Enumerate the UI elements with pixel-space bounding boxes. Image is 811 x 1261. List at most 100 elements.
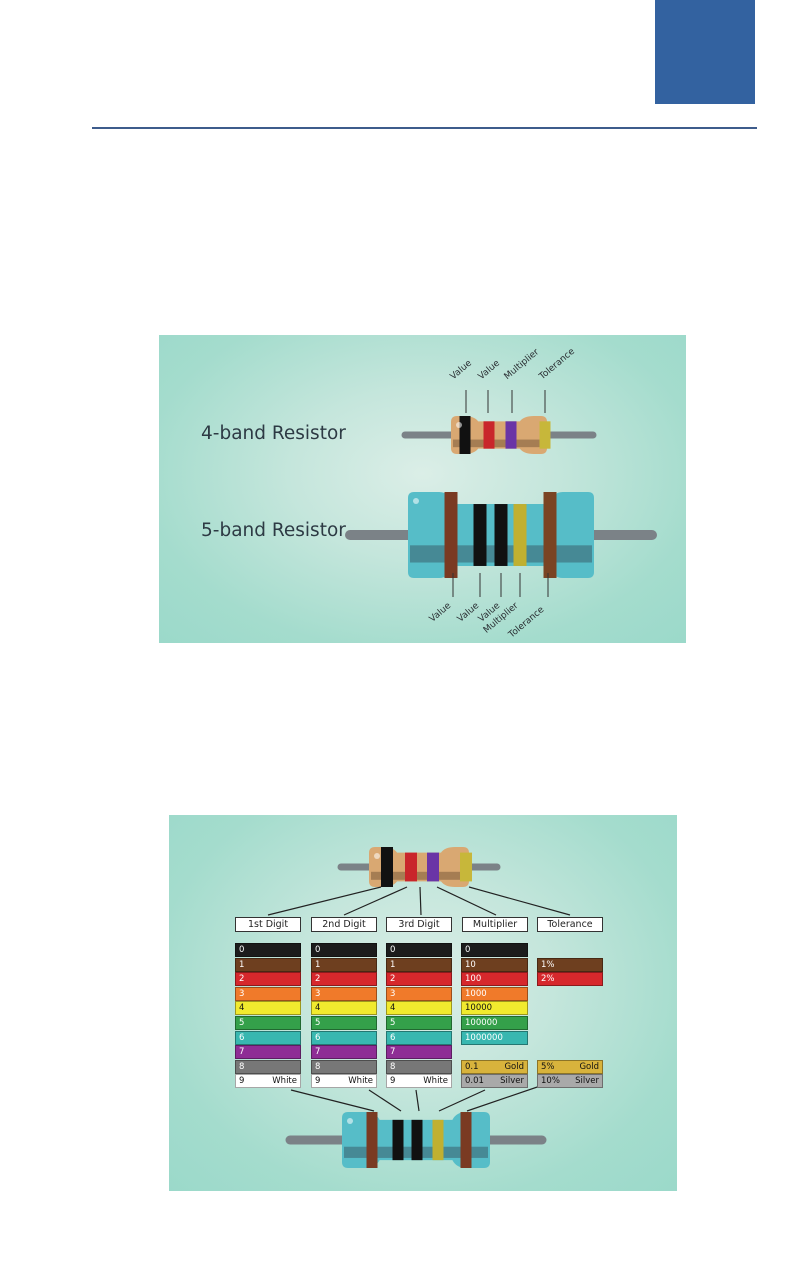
digit-cell: 6	[311, 1030, 377, 1045]
cell-value: 8	[390, 1061, 396, 1072]
connector-line	[438, 1089, 486, 1112]
digit-cell: 7	[235, 1045, 301, 1060]
cell-value: 8	[239, 1061, 245, 1072]
color-code-svg	[267, 847, 571, 1168]
color-band	[427, 852, 439, 882]
cell-value: 5	[315, 1018, 321, 1028]
cell-value: 100	[465, 974, 482, 985]
color-code-diagram: 1st Digit 2nd Digit 3rd Digit Multiplier…	[169, 815, 677, 1191]
digit-cell: 2	[386, 972, 452, 987]
cell-value: 7	[390, 1047, 396, 1058]
digit-cell: 8	[235, 1059, 301, 1074]
color-band	[392, 1119, 404, 1161]
cell-value: 1	[239, 959, 245, 970]
four-band-resistor	[401, 416, 597, 454]
cell-value: 7	[315, 1047, 321, 1058]
cell-value: 5%	[541, 1061, 555, 1072]
color-band	[505, 421, 517, 449]
body-shadow	[453, 439, 545, 448]
cell-value: 2	[315, 974, 321, 985]
cell-value: 2	[390, 974, 396, 985]
cell-color-name: Gold	[504, 1061, 524, 1072]
tolerance-cell: 1%	[537, 957, 603, 972]
multiplier-cell: 0.1 Gold	[461, 1059, 528, 1074]
tolerance-cell: 5% Gold	[537, 1059, 603, 1074]
connector-line	[436, 886, 497, 916]
color-band	[460, 1112, 472, 1168]
chapter-tab	[655, 0, 755, 104]
header-tolerance: Tolerance	[537, 917, 603, 932]
cell-value: 4	[315, 1003, 321, 1014]
digit-cell: 3	[235, 986, 301, 1001]
digit-cell: 1	[311, 957, 377, 972]
connector-line	[343, 886, 408, 916]
cell-value: 1%	[541, 959, 555, 970]
cell-value: 4	[390, 1003, 396, 1014]
tolerance-cell: 2%	[537, 972, 603, 987]
cell-value: 4	[239, 1003, 245, 1014]
header-multiplier: Multiplier	[462, 917, 528, 932]
resistor-types-svg	[345, 390, 657, 597]
multiplier-cell: 10000	[461, 1001, 528, 1016]
cell-value: 0	[465, 945, 471, 955]
connector-line	[468, 886, 571, 916]
color-band	[381, 847, 393, 887]
multiplier-cell: 1000000	[461, 1030, 528, 1045]
header-1st-digit: 1st Digit	[235, 917, 301, 932]
header-rule	[92, 127, 757, 129]
digit-cell: 3	[386, 986, 452, 1001]
multiplier-cell: 1000	[461, 986, 528, 1001]
top-resistor	[337, 847, 501, 887]
cell-value: 9	[390, 1076, 396, 1087]
cell-color-name: Gold	[579, 1061, 599, 1072]
digit-cell: 8	[386, 1059, 452, 1074]
cell-value: 7	[239, 1047, 245, 1058]
cell-color-name: Silver	[500, 1076, 524, 1087]
digit-cell: 4	[235, 1001, 301, 1016]
color-band	[539, 421, 551, 449]
cell-value: 0.1	[465, 1061, 479, 1072]
digit-cell: 0	[235, 943, 301, 957]
highlight	[347, 1118, 353, 1124]
cell-color-name: White	[423, 1076, 448, 1087]
cell-value: 10%	[541, 1076, 560, 1087]
color-band	[411, 1119, 423, 1161]
connector-line	[368, 1089, 402, 1112]
digit-cell: 5	[311, 1016, 377, 1030]
digit-cell: 0	[311, 943, 377, 957]
multiplier-cell: 10	[461, 957, 528, 972]
cell-value: 0	[315, 945, 321, 955]
color-band	[494, 504, 508, 566]
cell-value: 0.01	[465, 1076, 484, 1087]
cell-value: 8	[315, 1061, 321, 1072]
bottom-resistor	[285, 1112, 547, 1168]
tolerance-cell: 10%Silver	[537, 1074, 603, 1089]
digit-cell: 7	[386, 1045, 452, 1060]
color-band	[459, 416, 471, 454]
digit-cell: 5	[386, 1016, 452, 1030]
digit-cell: 4	[311, 1001, 377, 1016]
cell-value: 3	[390, 988, 396, 999]
digit-cell: 9 White	[386, 1074, 452, 1089]
cell-value: 9	[315, 1076, 321, 1087]
color-band	[513, 504, 527, 566]
header-3rd-digit: 3rd Digit	[386, 917, 452, 932]
cell-value: 6	[390, 1032, 396, 1043]
color-band	[483, 421, 495, 449]
connector-line	[419, 886, 422, 916]
cell-value: 100000	[465, 1018, 498, 1028]
cell-value: 2%	[541, 974, 555, 985]
digit-cell: 7	[311, 1045, 377, 1060]
highlight	[374, 853, 380, 859]
color-band	[432, 1119, 444, 1161]
color-band	[366, 1112, 378, 1168]
multiplier-cell: 100	[461, 972, 528, 987]
color-band	[444, 492, 458, 578]
cell-value: 10000	[465, 1003, 493, 1014]
connector-line	[290, 1089, 375, 1112]
cell-color-name: White	[348, 1076, 373, 1087]
header-2nd-digit: 2nd Digit	[311, 917, 377, 932]
cell-value: 3	[239, 988, 245, 999]
multiplier-cell: 100000	[461, 1016, 528, 1030]
